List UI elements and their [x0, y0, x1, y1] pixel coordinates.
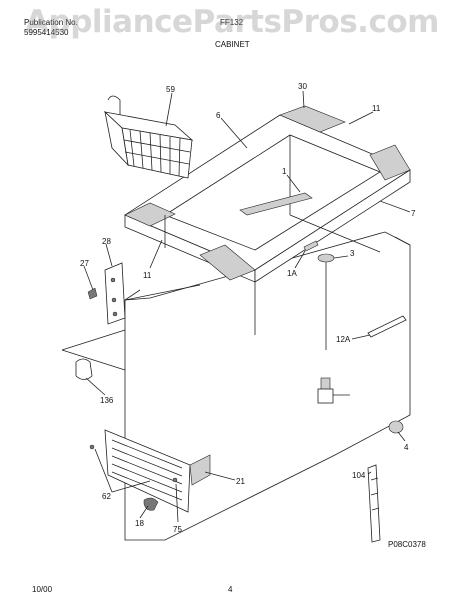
part-label-28: 28	[102, 237, 111, 246]
section-title: CABINET	[215, 40, 250, 49]
part-label-59: 59	[166, 85, 175, 94]
breaker-frame	[124, 105, 411, 283]
part-label-11-top: 11	[372, 104, 381, 113]
part-label-7: 7	[411, 209, 416, 218]
part-label-136: 136	[100, 396, 114, 405]
diagram-code: P08C0378	[388, 540, 426, 549]
small-parts	[75, 240, 407, 543]
part-label-3: 3	[350, 249, 355, 258]
part-labels: 59 30 6 11 1 7 28 27 11 3 1A 12A 136 4 2…	[80, 82, 416, 534]
part-label-21: 21	[236, 477, 245, 486]
part-label-27: 27	[80, 259, 89, 268]
part-label-30: 30	[298, 82, 307, 91]
part-label-62: 62	[102, 492, 111, 501]
leader-lines	[61, 90, 411, 523]
part-label-1: 1	[282, 167, 287, 176]
publication-number: 5995414530	[24, 28, 69, 37]
model-prefix: FF132	[220, 18, 244, 27]
part-label-104: 104	[352, 471, 366, 480]
wire-basket	[103, 95, 194, 179]
part-label-12A: 12A	[336, 335, 351, 344]
hinge-assembly	[87, 262, 126, 325]
part-label-11-left: 11	[143, 271, 152, 280]
grille-panel	[89, 429, 211, 513]
part-label-6: 6	[216, 111, 221, 120]
watermark-text: AppliancePartsPros.com	[25, 4, 439, 40]
part-label-75: 75	[173, 525, 182, 534]
part-label-18: 18	[135, 519, 144, 528]
part-label-1A: 1A	[287, 269, 297, 278]
footer-date: 10/00	[32, 585, 53, 594]
part-label-4: 4	[404, 443, 409, 452]
footer-page-number: 4	[228, 585, 233, 594]
publication-label: Publication No.	[24, 18, 78, 27]
